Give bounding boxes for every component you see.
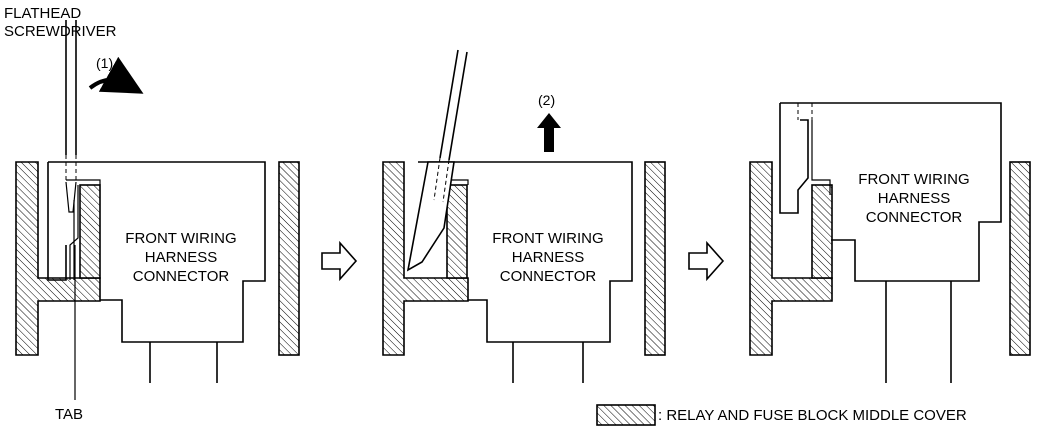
screwdriver-label-line1: FLATHEAD bbox=[4, 5, 81, 22]
middle-cover-right bbox=[1009, 161, 1031, 356]
legend-label: : RELAY AND FUSE BLOCK MIDDLE COVER bbox=[658, 407, 967, 424]
middle-cover-tab-block bbox=[811, 184, 833, 279]
flathead-screwdriver bbox=[65, 20, 77, 213]
connector-label-3-line2: HARNESS bbox=[878, 190, 951, 207]
middle-cover-right bbox=[278, 161, 300, 356]
middle-cover-left bbox=[15, 161, 101, 356]
middle-cover-tab-block bbox=[446, 184, 468, 279]
lift-up-arrow-icon bbox=[537, 113, 561, 152]
connector-label-3-line3: CONNECTOR bbox=[866, 209, 963, 226]
next-step-arrow-icon bbox=[688, 240, 725, 282]
panel-step-1: FLATHEAD SCREWDRIVER (1) TAB FRONT WIRIN… bbox=[4, 5, 300, 423]
step-2-label: (2) bbox=[538, 92, 555, 108]
middle-cover-tab-block bbox=[79, 184, 101, 279]
connector-label-1-line3: CONNECTOR bbox=[133, 268, 230, 285]
connector-label-1-line1: FRONT WIRING bbox=[125, 230, 236, 247]
connector-housing bbox=[48, 161, 266, 343]
middle-cover-left bbox=[382, 161, 469, 356]
connector-label-2-line2: HARNESS bbox=[512, 249, 585, 266]
tab-label: TAB bbox=[55, 406, 83, 423]
connector-housing bbox=[418, 161, 633, 343]
middle-cover-right bbox=[644, 161, 666, 356]
legend-hatch-swatch bbox=[596, 404, 656, 426]
screwdriver-label-line2: SCREWDRIVER bbox=[4, 23, 117, 40]
step-1-label: (1) bbox=[96, 55, 113, 71]
legend: : RELAY AND FUSE BLOCK MIDDLE COVER bbox=[596, 404, 967, 426]
connector-label-2-line1: FRONT WIRING bbox=[492, 230, 603, 247]
panel-step-3: FRONT WIRING HARNESS CONNECTOR bbox=[749, 102, 1031, 383]
panel-step-2: (2) FRONT WIRING HARNESS CONNECTOR bbox=[382, 49, 666, 383]
middle-cover-left bbox=[749, 161, 833, 356]
connector-label-3-line1: FRONT WIRING bbox=[858, 171, 969, 188]
rotate-arrow-icon bbox=[88, 56, 144, 94]
connector-label-2-line3: CONNECTOR bbox=[500, 268, 597, 285]
connector-housing bbox=[780, 102, 1002, 282]
next-step-arrow-icon bbox=[321, 240, 358, 282]
flathead-screwdriver bbox=[433, 49, 468, 203]
connector-label-1-line2: HARNESS bbox=[145, 249, 218, 266]
